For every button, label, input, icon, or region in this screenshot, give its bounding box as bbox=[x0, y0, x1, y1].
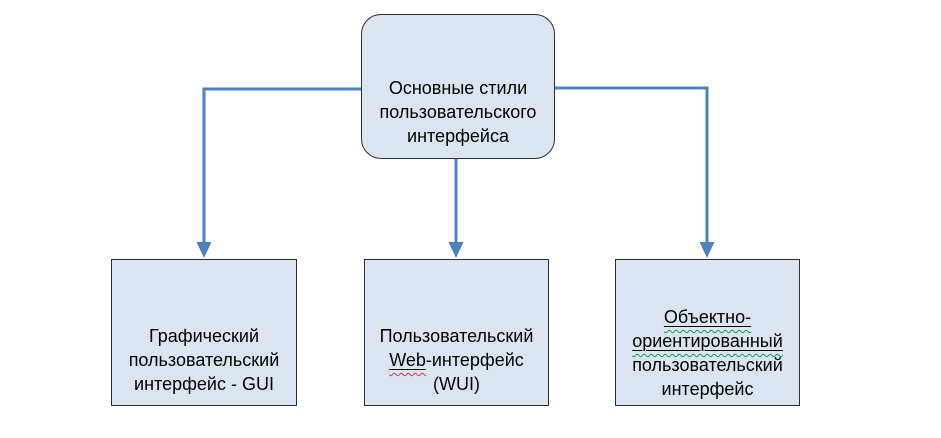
connector-root-to-ooui bbox=[555, 86, 709, 242]
underlined-word: Объектно- bbox=[664, 307, 751, 327]
node-text-fragment: -интерфейс bbox=[425, 350, 524, 370]
node-text-line: пользовательский bbox=[632, 355, 783, 375]
node-text-line: пользовательского bbox=[379, 102, 537, 122]
spellcheck-marked-word: Web bbox=[389, 350, 426, 370]
node-graphical-ui: Графический пользовательский интерфейс -… bbox=[111, 259, 297, 406]
node-text-line: интерфейс bbox=[661, 379, 754, 399]
node-text-line: (WUI) bbox=[433, 374, 480, 394]
grammar-marked-word: Объектно- bbox=[663, 307, 752, 327]
node-text-line: пользовательский bbox=[128, 350, 280, 370]
node-text-line: ориентированный bbox=[632, 329, 783, 353]
node-text-line: Пользовательский bbox=[379, 326, 534, 346]
node-web-ui: Пользовательский Web-интерфейс (WUI) bbox=[364, 259, 549, 406]
arrowhead-down-icon bbox=[448, 242, 464, 258]
underlined-word: ориентированный bbox=[632, 331, 783, 351]
node-text-line: Web-интерфейс bbox=[389, 348, 524, 372]
connector-root-to-gui bbox=[202, 87, 361, 242]
grammar-marked-word: ориентированный bbox=[632, 331, 783, 351]
node-text-line: Графический bbox=[149, 326, 259, 346]
node-text-line: интерфейса bbox=[407, 126, 509, 146]
node-text-line: интерфейс - GUI bbox=[134, 374, 274, 394]
underlined-word: Web bbox=[389, 350, 426, 370]
node-text-line: Основные стили bbox=[388, 78, 528, 98]
node-root-ui-styles: Основные стили пользовательского интерфе… bbox=[361, 14, 555, 159]
node-object-oriented-ui: Объектно- ориентированный пользовательск… bbox=[615, 259, 800, 406]
node-text-line: Объектно- bbox=[664, 305, 751, 329]
arrowhead-down-icon bbox=[196, 242, 212, 258]
arrowhead-down-icon bbox=[699, 242, 715, 258]
